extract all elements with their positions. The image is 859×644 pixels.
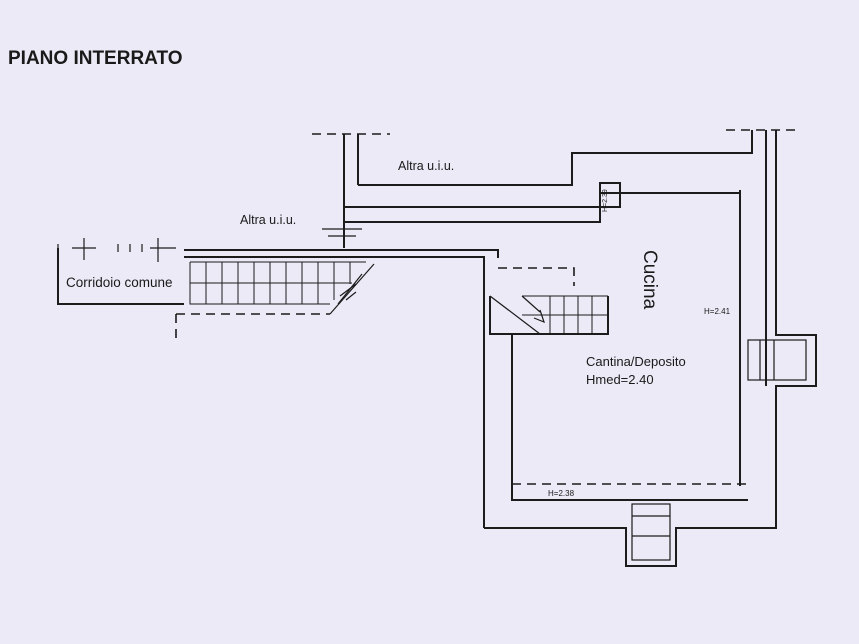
window-bottom	[631, 503, 671, 561]
label-h-small: H=2.39	[602, 189, 609, 212]
label-corridoio: Corridoio comune	[66, 275, 173, 290]
label-hmed: Hmed=2.40	[586, 372, 654, 387]
plan-title: PIANO INTERRATO	[8, 48, 183, 69]
label-h-bottom: H=2.38	[548, 489, 575, 498]
label-altra-uiu-top: Altra u.i.u.	[398, 159, 454, 173]
stair-corridor	[189, 261, 366, 305]
label-h-right: H=2.41	[704, 307, 731, 316]
label-altra-uiu-left: Altra u.i.u.	[240, 213, 296, 227]
label-cantina: Cantina/Deposito	[586, 354, 686, 369]
label-cucina: Cucina	[639, 250, 660, 310]
walls	[57, 129, 817, 567]
window-right	[747, 339, 807, 381]
stair-cantina	[489, 295, 608, 335]
